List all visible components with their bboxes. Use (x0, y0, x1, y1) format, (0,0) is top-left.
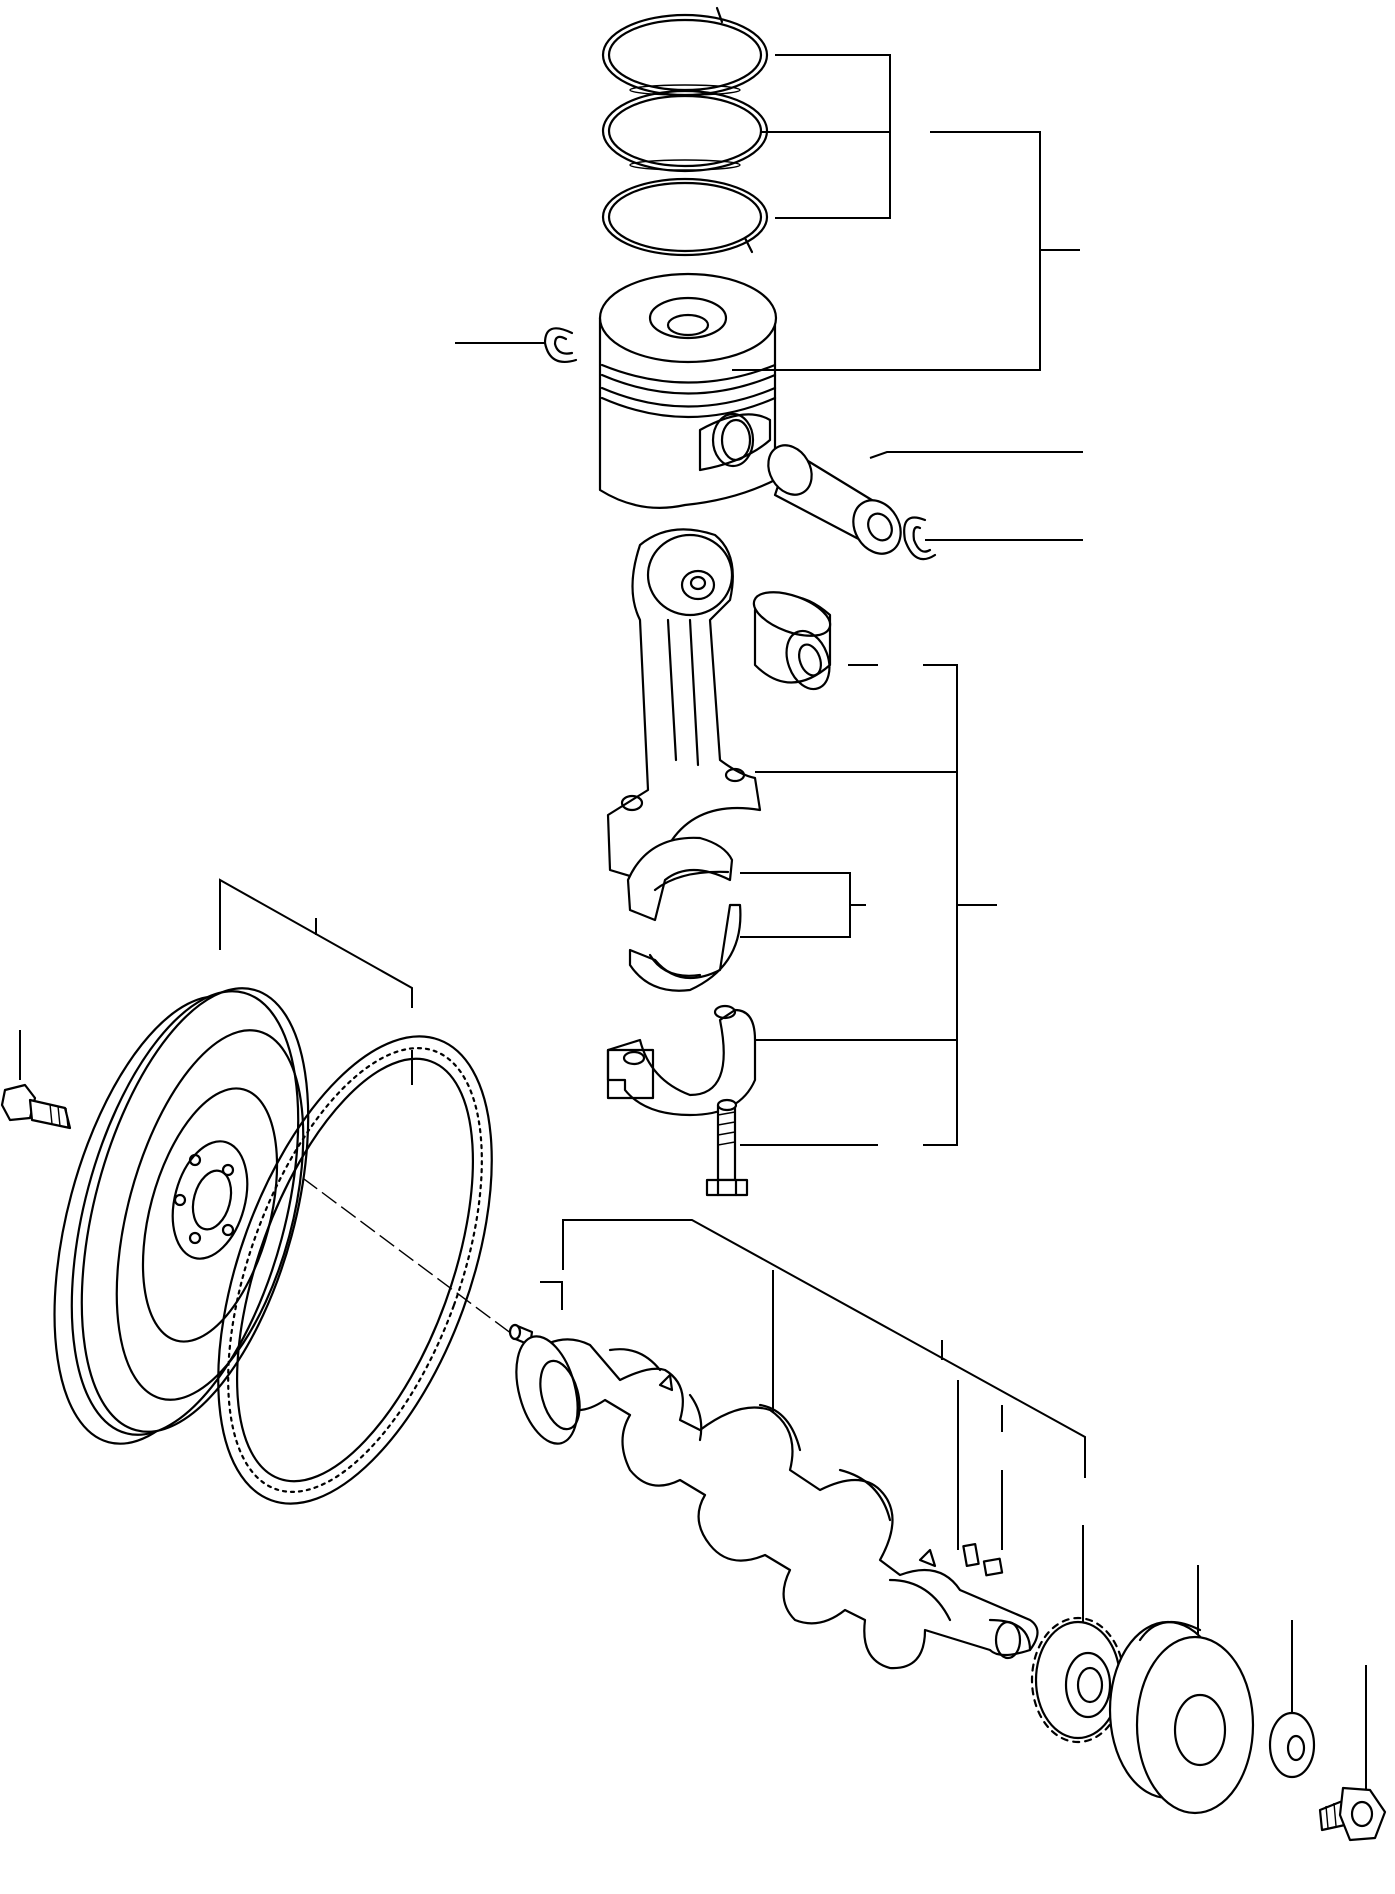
flywheel-ring-gear (217, 1035, 493, 1505)
flywheel-bolt (0, 1083, 72, 1130)
connecting-rod-bolt (705, 1098, 749, 1197)
pulley-washer (1268, 1711, 1316, 1779)
crankshaft-pulley (1108, 1620, 1255, 1815)
connecting-rod (606, 528, 762, 887)
leader-lines (19, 54, 1367, 1790)
pulley-bolt (1318, 1786, 1387, 1842)
small-end-bushing (752, 591, 832, 691)
piston (598, 272, 778, 509)
connecting-rod-cap (606, 1004, 757, 1117)
piston-circlip-right (903, 516, 937, 561)
connecting-rod-bearings (626, 836, 742, 992)
flywheel (53, 987, 310, 1445)
piston-circlip-left (543, 327, 578, 364)
piston-pin (767, 444, 902, 555)
crankshaft-keys (962, 1543, 1004, 1577)
piston-rings (601, 6, 769, 257)
crankshaft (515, 1335, 1039, 1670)
